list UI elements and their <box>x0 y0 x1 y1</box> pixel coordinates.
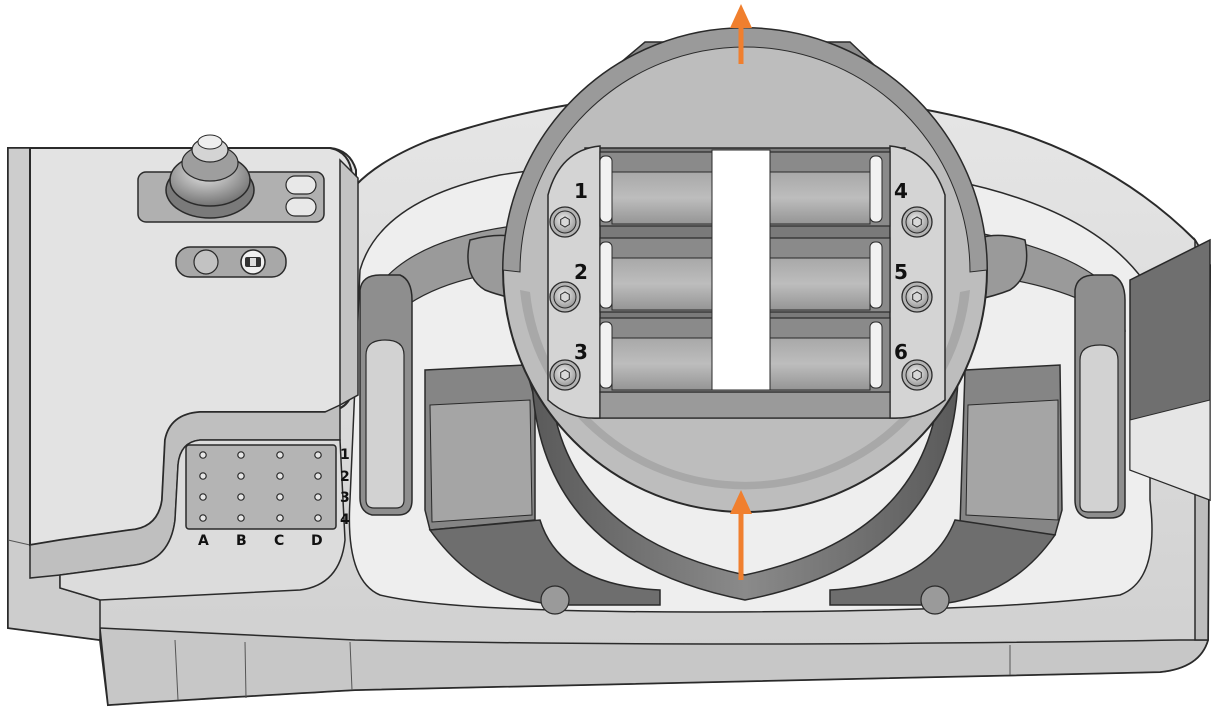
roller <box>611 257 713 311</box>
roller <box>769 257 871 311</box>
base-front-face <box>99 627 1209 706</box>
grid-row-label: 2 <box>340 469 350 485</box>
grid-row-label: 4 <box>340 512 350 528</box>
grid-hole <box>237 493 245 501</box>
roller-end-cap <box>599 155 613 223</box>
hex-socket-screw-icon <box>549 359 581 391</box>
grid-hole <box>314 451 322 459</box>
grid-row-label: 3 <box>340 490 350 506</box>
grid-col-label: B <box>236 533 247 549</box>
clamp-number-label: 1 <box>574 179 588 203</box>
button-plate <box>175 246 287 278</box>
lock-cylinder-icon <box>240 249 266 275</box>
grid-hole <box>314 472 322 480</box>
roller <box>769 337 871 391</box>
hole-grid-plate <box>185 444 337 530</box>
roller-end-cap <box>599 321 613 389</box>
hex-socket-screw-icon <box>549 281 581 313</box>
clamp-number-label: 2 <box>574 260 588 284</box>
grid-hole <box>199 514 207 522</box>
hex-socket-screw-icon <box>901 281 933 313</box>
locking-knob-icon <box>165 134 255 219</box>
clamp-number-label: 6 <box>894 340 908 364</box>
roller <box>769 171 871 225</box>
grid-hole <box>237 514 245 522</box>
grid-hole <box>199 493 207 501</box>
roller-end-cap <box>869 155 883 223</box>
grid-col-label: D <box>311 533 323 549</box>
roller-end-cap <box>869 321 883 389</box>
left-control-block: 1 2 3 4 A B C D <box>29 134 359 601</box>
grid-hole <box>199 472 207 480</box>
direction-arrows <box>730 4 752 580</box>
ring-lug-right <box>974 234 1028 301</box>
hex-socket-screw-icon <box>901 359 933 391</box>
roller-stack <box>599 151 891 393</box>
grid-hole <box>276 451 284 459</box>
grid-hole <box>199 451 207 459</box>
roller-end-cap <box>599 241 613 309</box>
clamping-ring: 1 2 3 4 5 6 <box>467 27 1028 601</box>
grid-hole <box>314 493 322 501</box>
grid-hole <box>237 472 245 480</box>
left-jaw-assembly <box>359 274 661 615</box>
hole-grid <box>199 451 322 522</box>
grid-hole <box>314 514 322 522</box>
right-jaw-assembly <box>829 274 1126 615</box>
roller-end-cap <box>869 241 883 309</box>
grid-row-label: 1 <box>340 447 350 463</box>
hex-socket-screw-icon <box>549 206 581 238</box>
grid-col-label: A <box>198 533 209 549</box>
sample-strip <box>711 149 771 391</box>
clamp-labels: 1 2 3 4 5 6 <box>574 179 908 364</box>
grid-hole <box>276 472 284 480</box>
grid-hole <box>237 451 245 459</box>
arrow-up-icon <box>730 490 752 580</box>
grid-col-label: C <box>274 533 284 549</box>
grid-labels: 1 2 3 4 A B C D <box>198 447 350 549</box>
clamp-number-label: 3 <box>574 340 588 364</box>
arrow-up-icon <box>730 4 752 64</box>
roller <box>611 171 713 225</box>
hex-socket-screw-icon <box>901 206 933 238</box>
grid-hole <box>276 493 284 501</box>
grid-hole <box>276 514 284 522</box>
roller <box>611 337 713 391</box>
screw-set <box>549 206 933 391</box>
clamp-number-label: 5 <box>894 260 908 284</box>
clamp-number-label: 4 <box>894 179 908 203</box>
